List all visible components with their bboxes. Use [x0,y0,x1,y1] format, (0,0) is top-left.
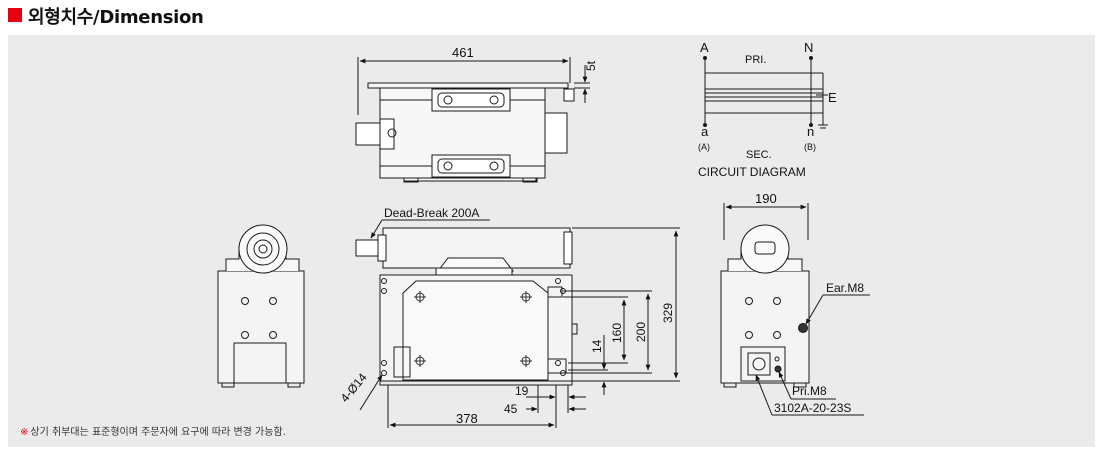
title-marker [8,8,22,22]
dim-side-width: 190 [755,191,777,206]
dim-offset-19: 19 [515,384,529,398]
callout-ear: Ear.M8 [826,281,864,295]
circuit-label-a-sub: (A) [698,142,710,152]
callout-pri: Pri.M8 [792,384,827,398]
footnote-text: 상기 취부대는 표준형이며 주문자에 요구에 따라 변경 가능함. [30,427,286,438]
footnote: ※상기 취부대는 표준형이며 주문자에 요구에 따라 변경 가능함. [20,423,286,438]
drawing-panel: 461 5t A N PRI. E a n (A) (B) SEC. CIRCU… [8,35,1095,447]
dim-height-160: 160 [610,323,624,343]
front-view [355,219,680,428]
dim-top-width: 461 [452,45,474,60]
circuit-label-N: N [804,40,813,55]
top-mounting-plate [367,82,569,89]
circuit-label-pri: PRI. [745,54,766,66]
circuit-label-n: n [807,124,814,139]
callout-connector: 3102A-20-23S [774,401,851,415]
dimension-drawing: 461 5t A N PRI. E a n (A) (B) SEC. CIRCU… [217,40,870,428]
dim-hole: 4-Ø14 [338,370,370,405]
circuit-caption: CIRCUIT DIAGRAM [698,165,806,179]
dim-offset-45: 45 [504,402,518,416]
top-view [355,57,590,183]
circuit-label-sec: SEC. [746,149,772,161]
dim-height-200: 200 [634,322,648,342]
circuit-label-n-sub: (B) [804,142,816,152]
circuit-diagram [703,56,828,129]
header: 외형치수/Dimension [0,0,1100,32]
page-title: 외형치수/Dimension [28,7,204,28]
left-side-view [217,224,305,388]
dim-height-14: 14 [590,339,604,353]
dim-height-total: 329 [661,303,675,323]
circuit-label-a: a [701,124,709,139]
dim-base-length: 378 [456,411,478,426]
circuit-label-E: E [828,90,837,105]
footnote-symbol: ※ [20,427,29,438]
circuit-label-A: A [700,40,709,55]
right-side-view [720,203,870,416]
dim-thickness: 5t [584,60,598,71]
callout-dead-break: Dead-Break 200A [384,206,479,220]
